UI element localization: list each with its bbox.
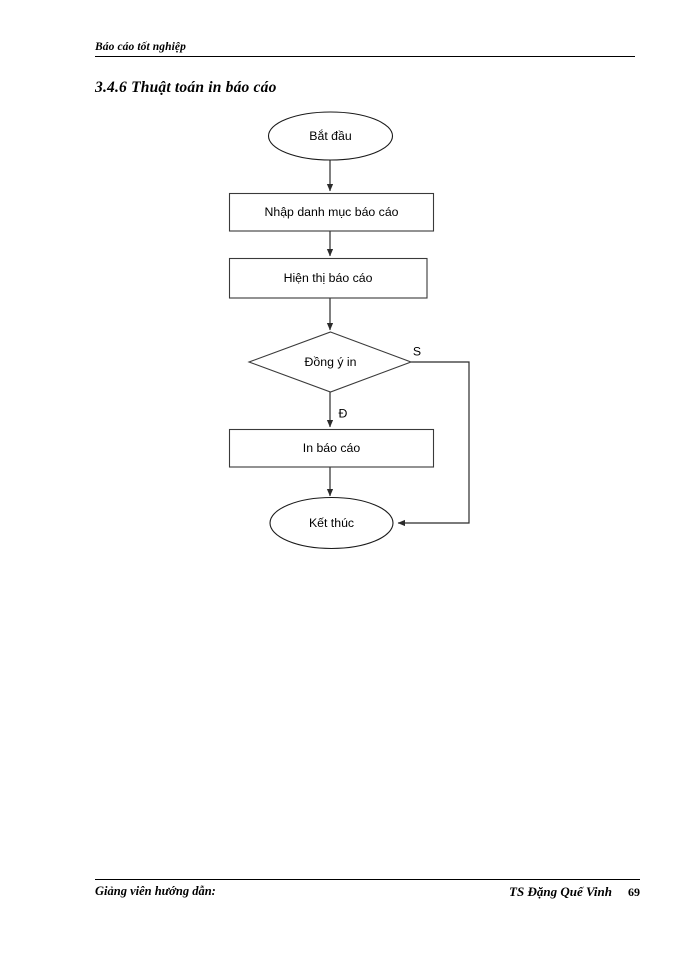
- running-header-title: Báo cáo tốt nghiệp: [95, 41, 186, 53]
- node-decision-shape: [247, 331, 413, 393]
- node-display-shape: [228, 257, 428, 299]
- node-decision-label: Đồng ý in: [305, 355, 357, 369]
- node-end-shape: [269, 496, 394, 550]
- node-display-label: Hiện thị báo cáo: [284, 271, 373, 285]
- node-print-shape: [228, 428, 435, 468]
- page-number: 69: [628, 885, 640, 899]
- section-heading: 3.4.6 Thuật toán in báo cáo: [95, 79, 277, 96]
- branch-label-false: S: [413, 344, 421, 358]
- node-input-label: Nhập danh mục báo cáo: [265, 205, 399, 219]
- footer-advisor-label: Giảng viên hướng dẫn:: [95, 884, 216, 898]
- header-divider: [95, 56, 635, 57]
- node-start-label: Bắt đầu: [309, 128, 352, 143]
- branch-label-true: Đ: [339, 406, 348, 420]
- edge-decision-to-end-false: [397, 361, 470, 527]
- footer-advisor-name: TS Đặng Quế Vinh: [509, 884, 612, 899]
- node-end-label: Kết thúc: [309, 516, 354, 530]
- page-header: Báo cáo tốt nghiệp: [95, 41, 635, 57]
- node-print-label: In báo cáo: [303, 441, 361, 455]
- page-footer: Giảng viên hướng dẫn: TS Đặng Quế Vinh 6…: [95, 879, 640, 902]
- node-input-shape: [228, 192, 435, 232]
- footer-divider: [95, 879, 640, 880]
- footer-row: Giảng viên hướng dẫn: TS Đặng Quế Vinh 6…: [95, 884, 640, 902]
- node-start-shape: [267, 111, 394, 161]
